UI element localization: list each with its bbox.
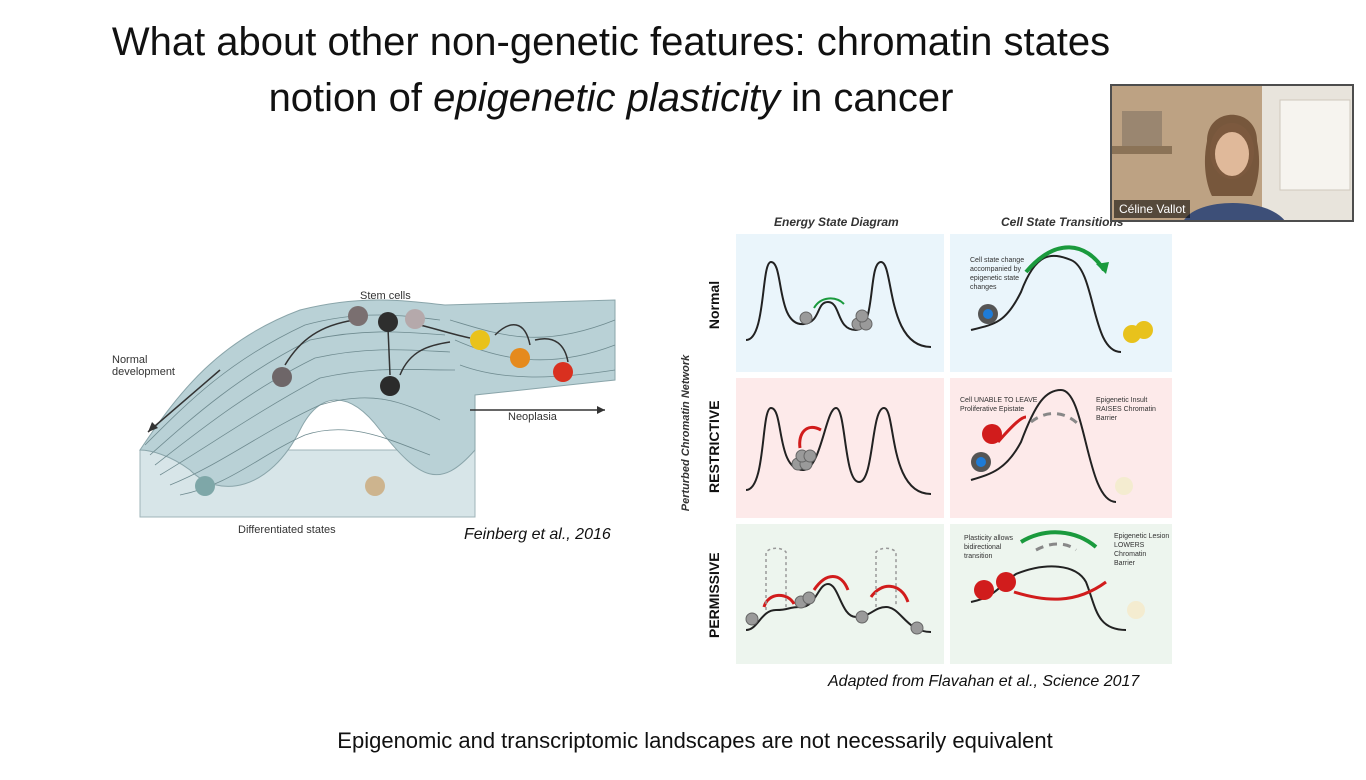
normal-note: Cell state change accompanied by epigene…: [970, 257, 1025, 291]
normal-development-label: Normal development: [112, 354, 175, 378]
landscape-figure: Stem cells Normal development Neoplasia …: [100, 280, 630, 550]
participant-video-feed: [1112, 86, 1352, 220]
participant-video-tile[interactable]: Céline Vallot: [1110, 84, 1354, 222]
landscape-illustration: [139, 299, 616, 518]
restrictive-note-left: Cell UNABLE TO LEAVE Proliferative Epist…: [960, 397, 1038, 413]
permissive-note-left: Plasticity allows bidirectional transiti…: [964, 535, 1014, 560]
slide-bottom-text: Epigenomic and transcriptomic landscapes…: [337, 728, 1053, 753]
stem-cells-label: Stem cells: [360, 290, 411, 302]
differentiated-states-label: Differentiated states: [238, 524, 336, 536]
slide-title-line2: notion of epigenetic plasticity in cance…: [268, 76, 954, 120]
feinberg-citation: Feinberg et al., 2016: [464, 526, 611, 543]
slide-title: What about other non-genetic features: c…: [0, 14, 1222, 126]
permissive-note-right: Epigenetic Lesion LOWERS Chromatin Barri…: [1114, 533, 1170, 567]
energy-diagrams: [736, 234, 1172, 664]
slide-title-line1: What about other non-genetic features: c…: [111, 20, 1111, 64]
energy-state-header: Energy State Diagram: [774, 215, 899, 229]
flavahan-figure: Energy State Diagram Cell State Transiti…: [676, 212, 1176, 667]
cell-state-header: Cell State Transitions: [1001, 215, 1124, 229]
restrictive-note-right: Epigenetic Insult RAISES Chromatin Barri…: [1096, 397, 1156, 422]
neoplasia-label: Neoplasia: [508, 411, 557, 423]
participant-name: Céline Vallot: [1114, 200, 1191, 218]
flavahan-citation: Adapted from Flavahan et al., Science 20…: [828, 673, 1140, 690]
